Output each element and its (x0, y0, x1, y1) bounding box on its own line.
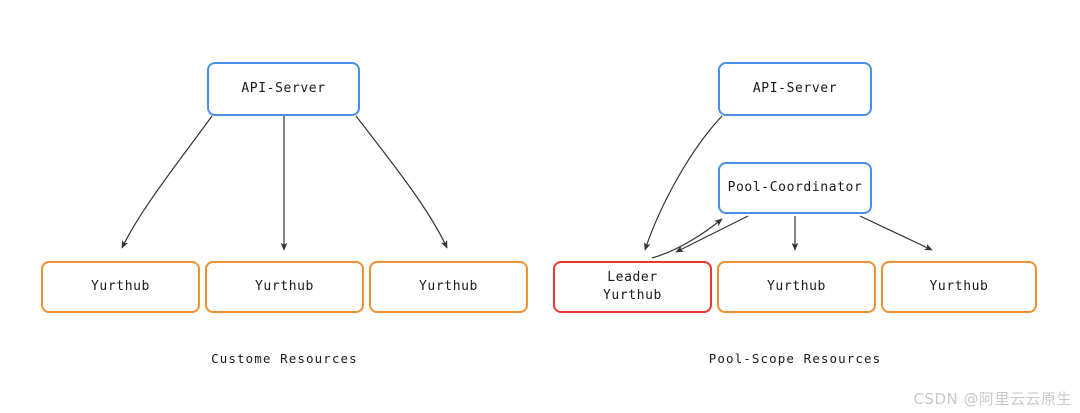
node-yurthub-right-2[interactable]: Yurthub (717, 261, 876, 313)
node-api-server-right[interactable]: API-Server (718, 62, 872, 116)
edge-api-to-yurthub-1 (121, 115, 213, 249)
node-yurthub-left-3[interactable]: Yurthub (369, 261, 528, 313)
edge-api-to-leader-yurthub (644, 115, 723, 251)
node-leader-yurthub[interactable]: Leader Yurthub (553, 261, 712, 313)
edge-pool-coordinator-to-yurthub-3 (859, 215, 933, 251)
node-yurthub-right-3[interactable]: Yurthub (881, 261, 1037, 313)
node-yurthub-left-2[interactable]: Yurthub (205, 261, 364, 313)
caption-pool-scope-resources: Pool-Scope Resources (708, 351, 882, 366)
edge-pool-coordinator-to-leader-yurthub (675, 215, 749, 253)
caption-custome-resources: Custome Resources (211, 351, 358, 366)
csdn-watermark: CSDN @阿里云云原生 (913, 390, 1072, 408)
node-pool-coordinator[interactable]: Pool-Coordinator (718, 162, 872, 214)
edge-leader-yurthub-to-pool-coordinator (651, 218, 723, 259)
node-yurthub-left-1[interactable]: Yurthub (41, 261, 200, 313)
node-api-server-left[interactable]: API-Server (207, 62, 360, 116)
edge-api-to-yurthub-3 (355, 115, 448, 249)
